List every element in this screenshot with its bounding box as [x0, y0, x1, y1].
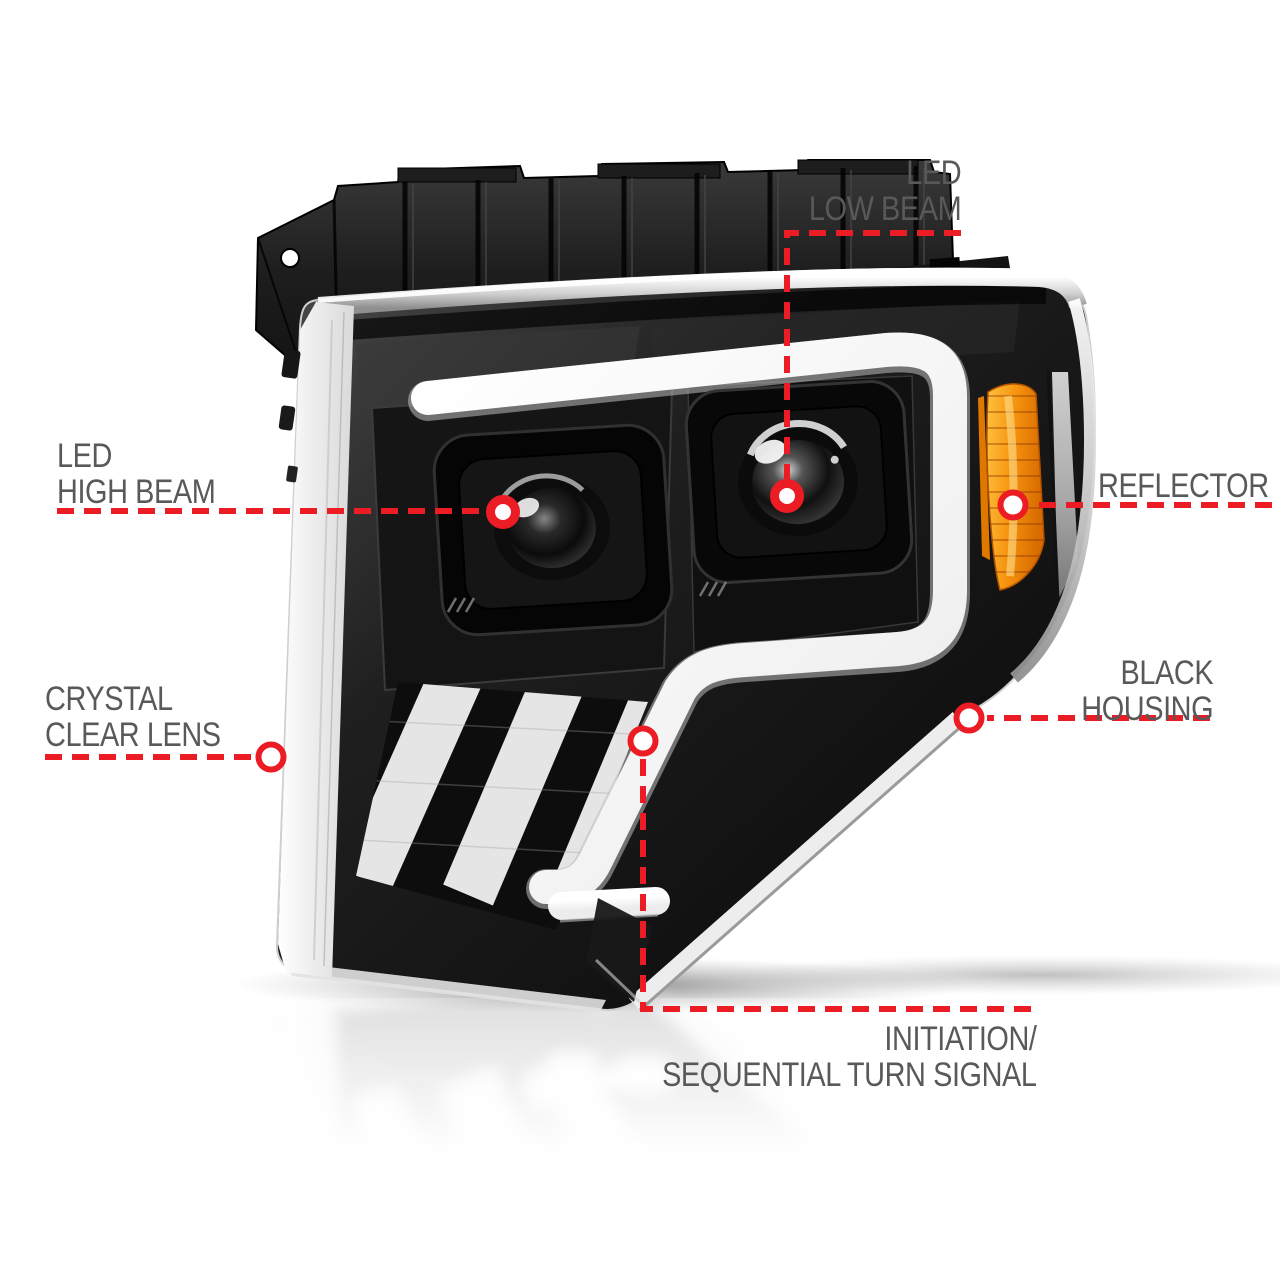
callout-dot-crystal-lens [255, 741, 287, 773]
label-line: REFLECTOR [1098, 467, 1269, 505]
callout-dot-turn-signal [627, 725, 659, 757]
label-line: LED [906, 154, 961, 192]
label-black-housing: BLACK HOUSING [1081, 655, 1213, 727]
label-line: BLACK [1120, 654, 1213, 692]
label-reflector: REFLECTOR [1098, 468, 1269, 504]
callout-dot-reflector [997, 489, 1029, 521]
label-line: HOUSING [1081, 690, 1213, 728]
label-sequential-turn-signal: INITIATION/ SEQUENTIAL TURN SIGNAL [662, 1020, 1038, 1094]
callout-line-turn-signal [640, 759, 1037, 1012]
reflection-fade [0, 998, 1280, 1280]
label-line: CLEAR LENS [45, 716, 221, 754]
label-led-high-beam: LED HIGH BEAM [57, 437, 216, 511]
callout-dot-low-beam [770, 479, 804, 513]
callout-dot-black-housing [953, 702, 985, 734]
callout-line-low-beam [784, 230, 961, 479]
ground-shadow-streak [720, 955, 1280, 995]
label-line: INITIATION/ [884, 1020, 1038, 1058]
label-line: LOW BEAM [808, 190, 962, 228]
label-crystal-clear-lens: CRYSTAL CLEAR LENS [45, 681, 221, 753]
callout-dot-high-beam [486, 495, 520, 529]
label-line: SEQUENTIAL TURN SIGNAL [662, 1056, 1038, 1094]
label-line: HIGH BEAM [57, 473, 216, 511]
label-line: CRYSTAL [45, 680, 173, 718]
label-led-low-beam: LED LOW BEAM [808, 154, 962, 228]
label-line: LED [57, 437, 112, 475]
